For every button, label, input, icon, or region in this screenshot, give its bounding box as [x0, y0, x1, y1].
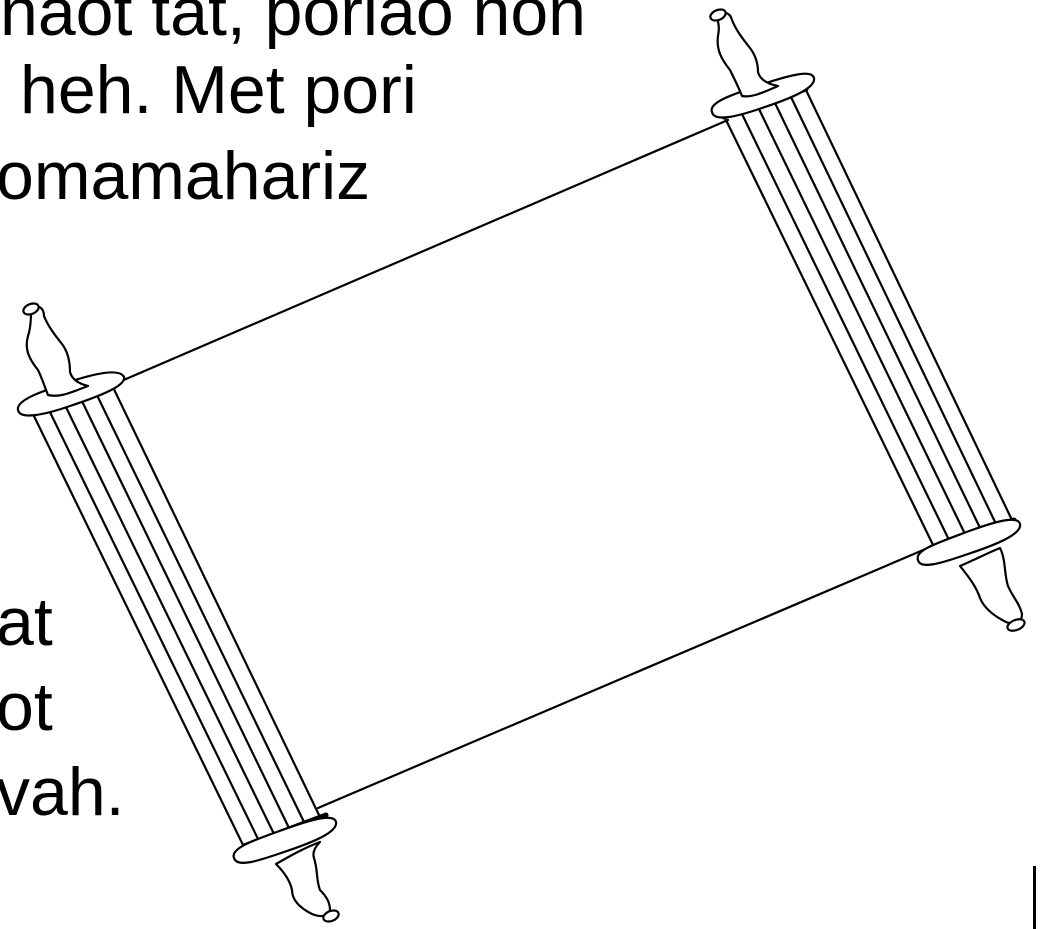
right-rod-top-handle	[709, 8, 816, 119]
parchment-bottom-edge	[316, 543, 937, 810]
text-line-4: at	[0, 584, 53, 660]
text-line-1: naot tat, poriao non	[0, 0, 587, 50]
edge-mark	[1033, 866, 1036, 929]
text-line-5: ot	[0, 669, 53, 745]
parchment-sheet	[112, 120, 935, 808]
text-line-3: omamahariz	[0, 138, 371, 214]
text-line-2: heh. Met pori	[20, 52, 417, 128]
left-rod-bottom-handle	[232, 816, 340, 923]
right-rod-bottom-handle	[916, 518, 1026, 632]
text-line-6: vah.	[0, 754, 125, 830]
parchment-top-edge	[110, 118, 730, 387]
left-rod-top-handle	[16, 302, 126, 417]
